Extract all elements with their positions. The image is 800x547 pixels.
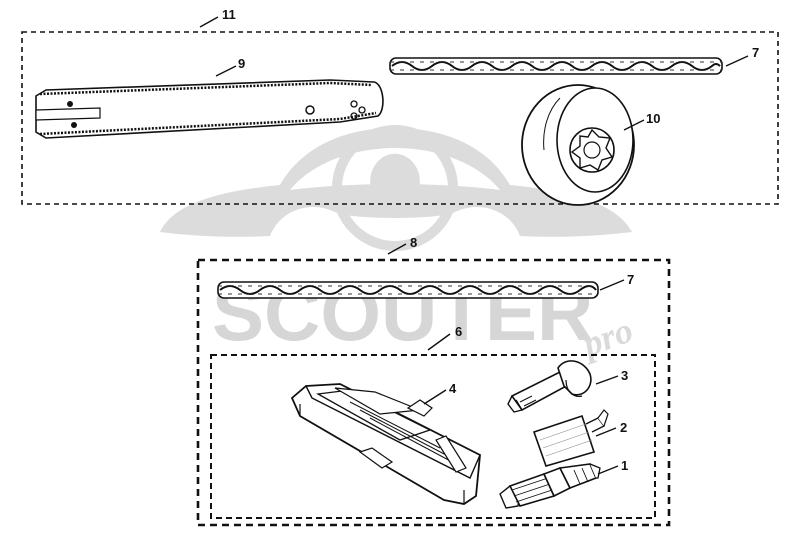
callout-7-top: 7 <box>752 45 759 60</box>
callout-2: 2 <box>620 420 627 435</box>
callout-labels: 11 9 7 10 8 7 6 4 3 2 1 <box>222 7 759 473</box>
clutch-drum-part <box>521 84 635 206</box>
kit-11-boundary <box>21 31 779 205</box>
leader-3 <box>595 375 619 385</box>
callout-6: 6 <box>455 324 462 339</box>
callout-7-kit: 7 <box>627 272 634 287</box>
guide-bar-part <box>35 79 384 139</box>
leader-4 <box>423 389 447 405</box>
callout-11: 11 <box>222 7 236 22</box>
callout-9: 9 <box>238 56 245 71</box>
leader-2 <box>595 427 617 437</box>
leader-9 <box>215 65 237 77</box>
leader-11 <box>199 16 219 28</box>
saw-chain-part-top <box>389 57 723 75</box>
air-filter-part <box>290 383 481 505</box>
leader-lines <box>199 16 749 475</box>
leader-7a <box>725 55 749 67</box>
leader-10 <box>623 119 645 131</box>
callout-4: 4 <box>449 381 457 396</box>
callout-10: 10 <box>646 111 660 126</box>
fuel-filter-part <box>532 409 609 467</box>
kit-6-boundary <box>210 354 656 519</box>
spark-plug-part <box>499 463 601 509</box>
saw-chain-part-kit <box>217 281 599 299</box>
leader-8 <box>387 243 407 255</box>
callout-1: 1 <box>621 458 628 473</box>
watermark: SCOUTER pro <box>160 125 638 365</box>
leader-6 <box>427 333 451 351</box>
leader-7b <box>599 279 625 291</box>
leader-1 <box>597 465 619 475</box>
callout-8: 8 <box>410 235 417 250</box>
callout-3: 3 <box>621 368 628 383</box>
kit-8-boundary <box>196 258 671 527</box>
fuel-hose-part <box>507 360 592 413</box>
